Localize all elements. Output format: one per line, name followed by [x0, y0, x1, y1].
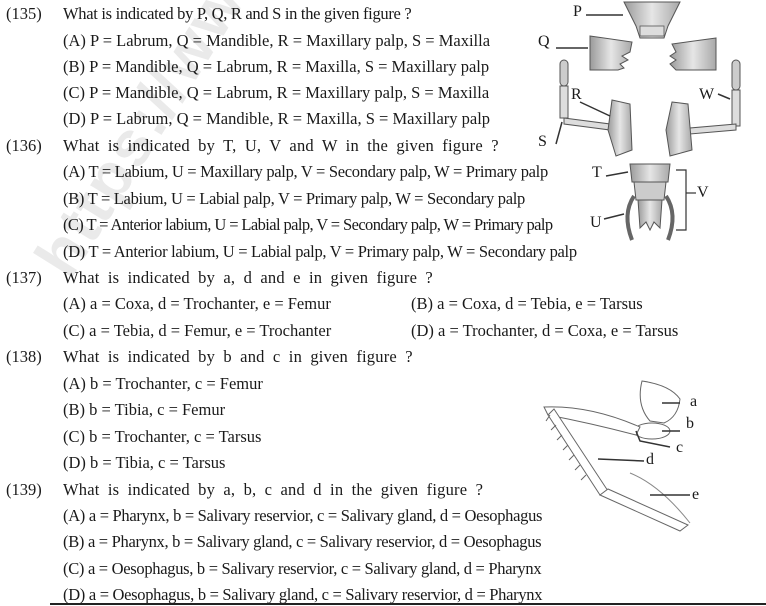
- option-text: a = Pharynx, b = Salivary reservior, c =…: [88, 506, 543, 525]
- figure-label-q: Q: [538, 33, 550, 50]
- option-b[interactable]: (B) P = Mandible, Q = Labrum, R = Maxill…: [63, 57, 489, 77]
- option-c[interactable]: (C) a = Oesophagus, b = Salivary reservi…: [63, 559, 542, 579]
- option-a[interactable]: (A) a = Coxa, d = Trochanter, e = Femur: [63, 294, 331, 314]
- option-text: P = Labrum, Q = Mandible, R = Maxilla, S…: [90, 109, 491, 128]
- option-label: (D): [63, 585, 86, 604]
- option-c[interactable]: (C) a = Tebia, d = Femur, e = Trochanter: [63, 321, 331, 341]
- option-b[interactable]: (B) b = Tibia, c = Femur: [63, 400, 225, 420]
- option-c[interactable]: (C) P = Mandible, Q = Labrum, R = Maxill…: [63, 83, 489, 103]
- option-label: (A): [63, 294, 86, 313]
- figure-label-a: a: [690, 393, 698, 410]
- mouthparts-figure: [555, 1, 741, 241]
- figure-label-c: c: [676, 439, 684, 456]
- question-text: What is indicated by P, Q, R and S in th…: [63, 4, 412, 23]
- option-b[interactable]: (B) a = Coxa, d = Tebia, e = Tarsus: [411, 294, 643, 314]
- question-number: (135): [6, 4, 42, 23]
- figure-label-r: R: [571, 86, 582, 103]
- option-a[interactable]: (A) a = Pharynx, b = Salivary reservior,…: [63, 506, 542, 526]
- question-text: What is indicated by b and c in given fi…: [63, 347, 413, 366]
- figure-label-d: d: [646, 451, 654, 468]
- option-d[interactable]: (D) P = Labrum, Q = Mandible, R = Maxill…: [63, 109, 490, 129]
- option-text: a = Coxa, d = Tebia, e = Tarsus: [437, 294, 643, 313]
- option-c[interactable]: (C) T = Anterior labium, U = Labial palp…: [63, 215, 553, 235]
- question-number: (139): [6, 480, 42, 499]
- option-label: (C): [63, 83, 85, 102]
- option-label: (C): [63, 427, 85, 446]
- option-text: a = Coxa, d = Trochanter, e = Femur: [90, 294, 331, 313]
- option-text: P = Labrum, Q = Mandible, R = Maxillary …: [90, 31, 491, 50]
- insect-leg-figure: [543, 380, 691, 532]
- option-label: (D): [63, 242, 86, 261]
- option-text: a = Trochanter, d = Coxa, e = Tarsus: [438, 321, 679, 340]
- question-number: (136): [6, 136, 42, 155]
- question-text: What is indicated by a, d and e in given…: [63, 268, 433, 287]
- figure-label-u: U: [590, 214, 602, 231]
- option-label: (B): [63, 57, 85, 76]
- option-d[interactable]: (D) b = Tibia, c = Tarsus: [63, 453, 225, 473]
- option-d[interactable]: (D) a = Trochanter, d = Coxa, e = Tarsus: [411, 321, 678, 341]
- option-d[interactable]: (D) a = Oesophagus, b = Salivary gland, …: [63, 585, 542, 605]
- figure-label-p: P: [573, 3, 582, 20]
- option-text: a = Oesophagus, b = Salivary reservior, …: [87, 559, 542, 578]
- option-text: b = Tibia, c = Femur: [89, 400, 226, 419]
- bottom-rule: [50, 603, 766, 605]
- figure-label-s: S: [538, 133, 547, 150]
- option-label: (A): [63, 506, 86, 525]
- figure-label-b: b: [686, 415, 694, 432]
- option-label: (A): [63, 374, 86, 393]
- question-text: What is indicated by T, U, V and W in th…: [63, 136, 499, 155]
- option-a[interactable]: (A) b = Trochanter, c = Femur: [63, 374, 263, 394]
- option-label: (C): [63, 321, 85, 340]
- option-label: (A): [63, 162, 86, 181]
- option-label: (B): [411, 294, 433, 313]
- option-text: a = Tebia, d = Femur, e = Trochanter: [89, 321, 332, 340]
- option-a[interactable]: (A) P = Labrum, Q = Mandible, R = Maxill…: [63, 31, 490, 51]
- option-label: (D): [411, 321, 434, 340]
- option-label: (C): [63, 559, 85, 578]
- option-label: (B): [63, 400, 85, 419]
- figure-label-w: W: [699, 86, 715, 103]
- option-label: (D): [63, 453, 86, 472]
- option-text: b = Tibia, c = Tarsus: [90, 453, 226, 472]
- option-text: T = Labium, U = Labial palp, V = Primary…: [87, 189, 526, 208]
- option-label: (A): [63, 31, 86, 50]
- option-text: P = Mandible, Q = Labrum, R = Maxilla, S…: [89, 57, 490, 76]
- option-text: a = Oesophagus, b = Salivary gland, c = …: [88, 585, 543, 604]
- option-d[interactable]: (D) T = Anterior labium, U = Labial palp…: [63, 242, 577, 262]
- option-label: (B): [63, 189, 85, 208]
- option-label: (B): [63, 532, 85, 551]
- figure-label-t: T: [592, 164, 602, 181]
- figure-label-e: e: [692, 486, 700, 503]
- option-b[interactable]: (B) a = Pharynx, b = Salivary gland, c =…: [63, 532, 542, 552]
- figure-label-v: V: [697, 184, 709, 201]
- option-label: (C): [63, 215, 84, 234]
- option-c[interactable]: (C) b = Trochanter, c = Tarsus: [63, 427, 261, 447]
- option-text: b = Trochanter, c = Femur: [90, 374, 263, 393]
- option-text: T = Labium, U = Maxillary palp, V = Seco…: [88, 162, 549, 181]
- option-label: (D): [63, 109, 86, 128]
- option-text: T = Anterior labium, U = Labial palp, V …: [86, 215, 553, 234]
- option-text: P = Mandible, Q = Labrum, R = Maxillary …: [89, 83, 490, 102]
- option-text: a = Pharynx, b = Salivary gland, c = Sal…: [87, 532, 542, 551]
- question-number: (137): [6, 268, 42, 287]
- question-text: What is indicated by a, b, c and d in th…: [63, 480, 484, 499]
- option-text: T = Anterior labium, U = Labial palp, V …: [88, 242, 578, 261]
- option-a[interactable]: (A) T = Labium, U = Maxillary palp, V = …: [63, 162, 548, 182]
- question-number: (138): [6, 347, 42, 366]
- option-text: b = Trochanter, c = Tarsus: [89, 427, 262, 446]
- option-b[interactable]: (B) T = Labium, U = Labial palp, V = Pri…: [63, 189, 525, 209]
